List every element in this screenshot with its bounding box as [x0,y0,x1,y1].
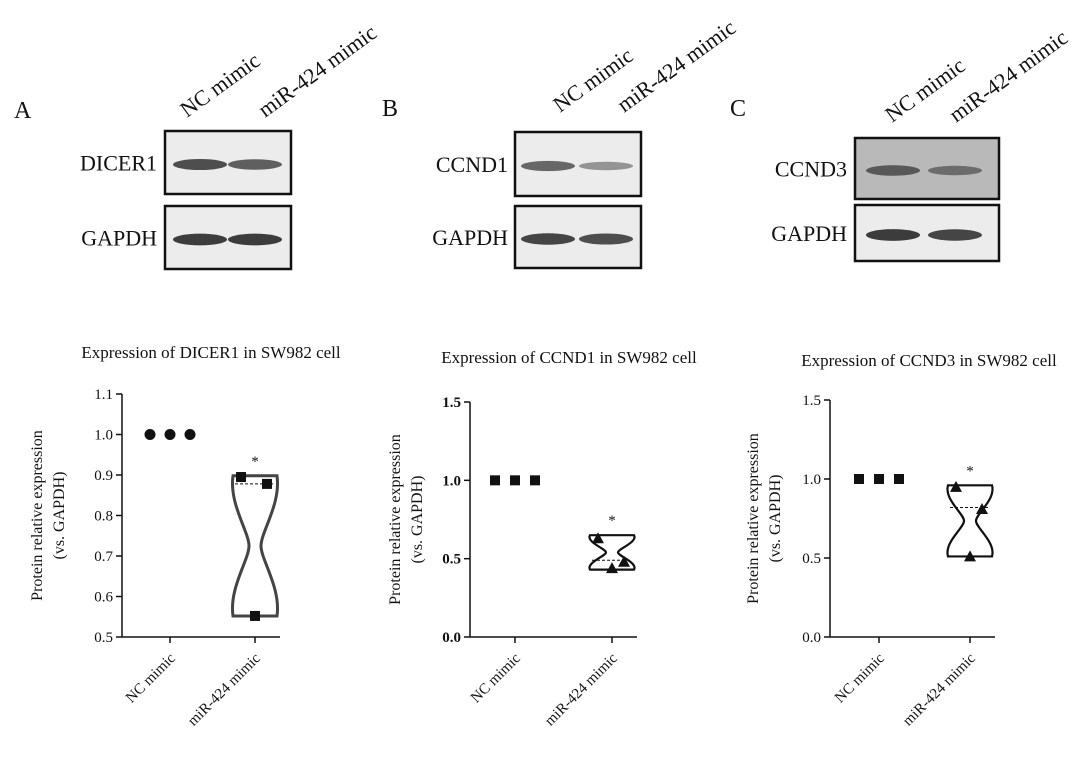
data-point [236,472,246,483]
x-tick-label: NC mimic [468,650,524,706]
data-point [854,474,864,484]
y-axis-label: Protein relative expression [745,433,762,604]
protein-band [173,158,227,171]
data-point [592,532,604,544]
data-point [894,474,904,484]
data-point [250,610,260,621]
violin-outline [230,474,280,618]
protein-label: GAPDH [771,221,847,246]
data-point [144,429,156,440]
y-tick-label: 1.0 [94,428,113,444]
protein-band [521,233,575,245]
chart-2: Expression of CCND3 in SW982 cellProtein… [745,351,1057,729]
significance-star: * [251,454,259,470]
protein-label: DICER1 [80,151,157,176]
violin-outline [946,484,994,558]
protein-band [928,165,982,176]
y-tick-label: 0.7 [94,549,113,565]
x-tick-label: miR-424 mimic [542,650,621,729]
y-axis-label: (vs. GAPDH) [51,472,68,560]
y-tick-label: 0.5 [94,630,113,646]
protein-band [228,159,282,170]
panel-letter: B [382,96,398,122]
x-tick-label: NC mimic [123,650,179,706]
y-tick-label: 1.0 [802,472,821,488]
data-point [262,478,272,489]
protein-label: GAPDH [81,226,157,251]
y-axis-label: (vs. GAPDH) [767,475,784,563]
violin-outline [588,534,636,571]
data-point [510,475,520,486]
y-tick-label: 0.5 [442,552,461,568]
protein-label: CCND3 [775,157,847,182]
y-axis-label: Protein relative expression [387,434,404,605]
protein-band [579,161,633,171]
protein-band [928,229,982,241]
data-point [618,555,630,567]
data-point [606,562,618,574]
y-tick-label: 0.0 [442,630,461,646]
y-tick-label: 1.5 [442,395,461,411]
y-tick-label: 0.0 [802,630,821,646]
y-tick-label: 0.8 [94,509,113,525]
x-tick-label: miR-424 mimic [185,650,264,729]
lane-label: NC mimic [175,47,265,122]
chart-title: Expression of DICER1 in SW982 cell [81,343,340,362]
data-point [964,550,976,562]
protein-label: CCND1 [436,152,508,177]
panel-letter: C [730,96,746,122]
protein-band [173,233,227,246]
data-point [976,503,988,515]
data-point [874,474,884,484]
y-axis-label: (vs. GAPDH) [409,476,426,564]
significance-star: * [608,513,616,529]
protein-band [521,160,575,172]
protein-band [579,233,633,245]
data-point [184,429,196,440]
protein-band [228,233,282,246]
data-point [164,429,176,440]
y-tick-label: 1.1 [94,387,113,403]
y-tick-label: 0.5 [802,551,821,567]
lane-label: miR-424 mimic [253,19,381,122]
significance-star: * [966,463,974,479]
chart-title: Expression of CCND3 in SW982 cell [801,351,1057,370]
y-tick-label: 0.6 [94,590,113,606]
chart-1: Expression of CCND1 in SW982 cellProtein… [387,348,697,729]
y-tick-label: 1.5 [802,393,821,409]
x-tick-label: NC mimic [832,650,888,706]
x-tick-label: miR-424 mimic [900,650,979,729]
chart-title: Expression of CCND1 in SW982 cell [441,348,697,367]
y-tick-label: 0.9 [94,468,113,484]
data-point [490,475,500,486]
data-point [950,480,962,492]
protein-band [866,229,920,241]
protein-band [866,165,920,176]
y-tick-label: 1.0 [442,473,461,489]
panel-letter: A [14,98,32,124]
data-point [530,475,540,486]
y-axis-label: Protein relative expression [29,430,46,601]
chart-0: Expression of DICER1 in SW982 cellProtei… [29,343,341,729]
protein-label: GAPDH [432,225,508,250]
